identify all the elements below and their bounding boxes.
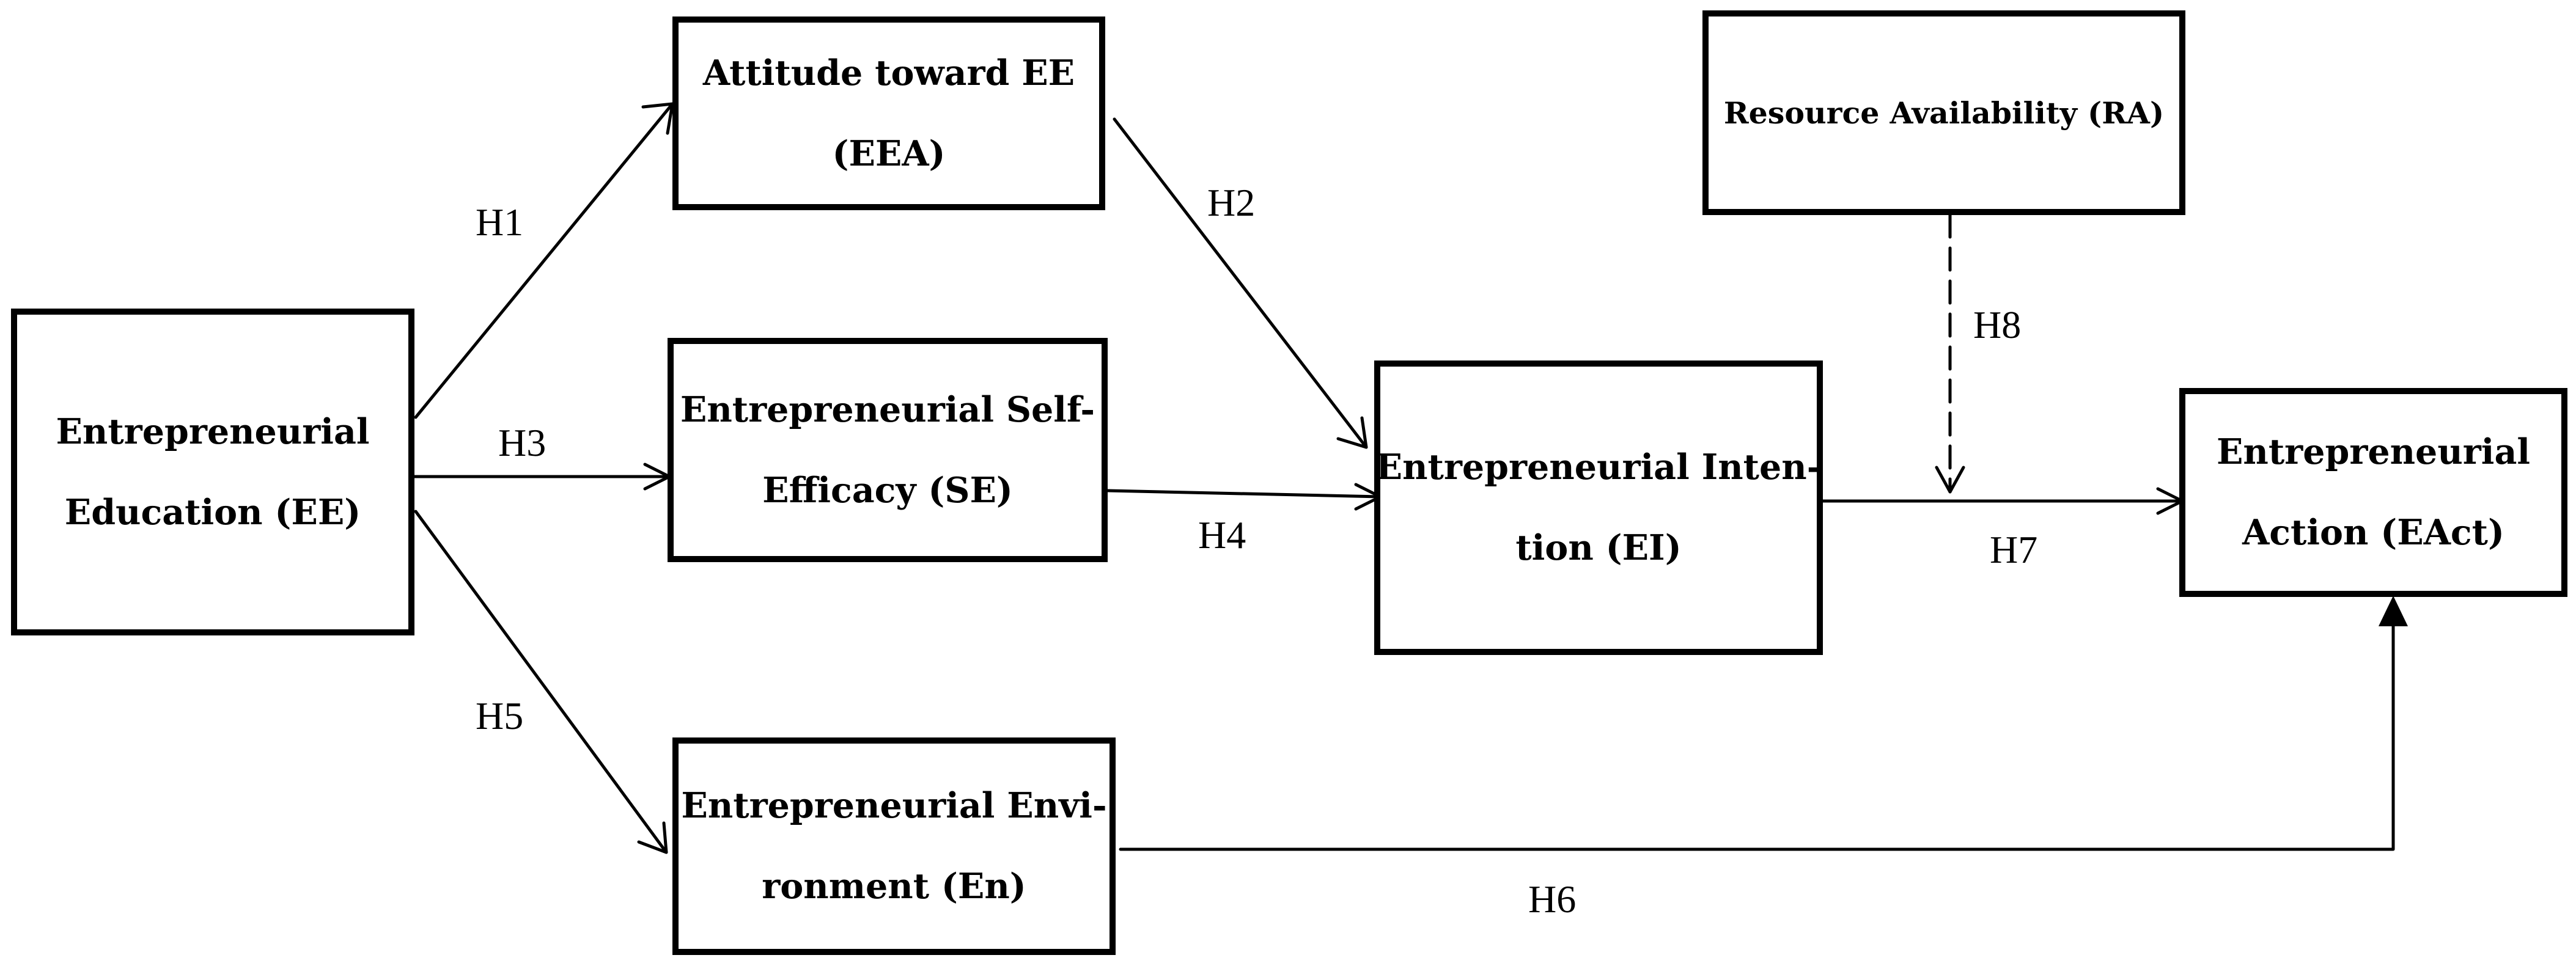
node-entrepreneurial-environment: Entrepreneurial Envi- ronment (En)	[672, 737, 1116, 955]
edge-h8-arrowhead	[1935, 466, 1965, 494]
node-ee-line-1: Entrepreneurial	[56, 411, 370, 452]
node-ei-line-2: tion (EI)	[1515, 527, 1682, 568]
node-ra-line-1: Resource Availability (RA)	[1723, 95, 2165, 131]
node-entrepreneurial-self-efficacy: Entrepreneurial Self- Efficacy (SE)	[668, 338, 1108, 562]
label-h6: H6	[1528, 877, 1577, 921]
label-h3: H3	[498, 421, 546, 464]
node-resource-availability: Resource Availability (RA)	[1702, 10, 2185, 215]
node-entrepreneurial-action: Entrepreneurial Action (EAct)	[2179, 388, 2567, 597]
edge-h5-arrowhead	[637, 821, 668, 854]
edge-h6	[1119, 621, 2395, 851]
edge-h4	[1106, 489, 1382, 499]
node-eact-line-2: Action (EAct)	[2242, 512, 2504, 553]
edge-h1	[414, 102, 674, 419]
node-en-line-1: Entrepreneurial Envi-	[681, 785, 1107, 826]
node-ei-line-1: Entrepreneurial Inten-	[1375, 447, 1822, 488]
label-h8: H8	[1973, 303, 2022, 346]
node-eea-line-2: (EEA)	[832, 133, 946, 174]
label-h1: H1	[476, 200, 524, 244]
edge-h5	[414, 510, 668, 854]
node-eea-line-1: Attitude toward EE	[702, 52, 1075, 93]
node-en-line-2: ronment (En)	[762, 866, 1026, 907]
node-entrepreneurial-education: Entrepreneurial Education (EE)	[11, 309, 414, 635]
node-eact-line-1: Entrepreneurial	[2216, 431, 2531, 472]
label-h4: H4	[1198, 513, 1246, 557]
node-se-line-1: Entrepreneurial Self-	[680, 389, 1095, 430]
edge-h6-arrowhead	[2379, 596, 2408, 626]
node-attitude-toward-ee: Attitude toward EE (EEA)	[672, 16, 1105, 210]
label-h7: H7	[1990, 528, 2038, 571]
label-h2: H2	[1207, 181, 1256, 224]
node-ee-line-2: Education (EE)	[64, 491, 361, 533]
edge-h2	[1113, 117, 1368, 449]
node-entrepreneurial-intention: Entrepreneurial Inten- tion (EI)	[1374, 360, 1823, 655]
edge-h2-arrowhead	[1336, 416, 1368, 449]
label-h5: H5	[476, 694, 524, 737]
node-se-line-2: Efficacy (SE)	[762, 469, 1013, 511]
